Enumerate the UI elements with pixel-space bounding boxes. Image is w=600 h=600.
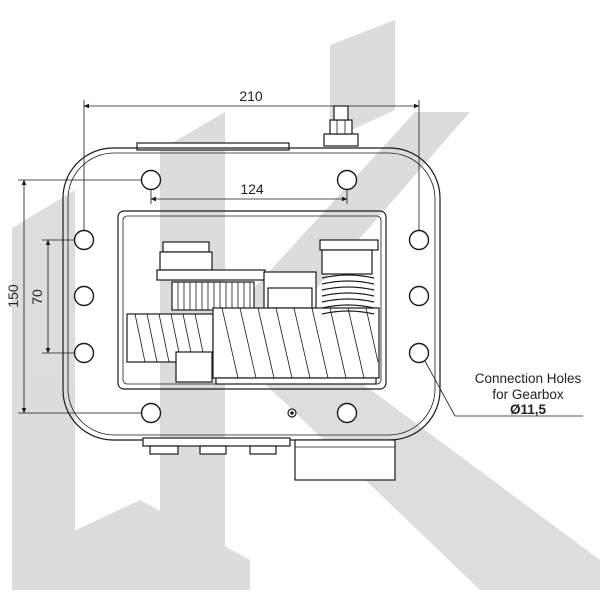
- large-helical-gear: [212, 307, 380, 379]
- dimension-hole-spacing-top: 124: [150, 181, 348, 204]
- gear-assembly: [126, 241, 380, 385]
- housing-plate-inner-edge: [67, 152, 436, 436]
- connection-hole: [336, 169, 358, 191]
- callout-line-3: Ø11,5: [510, 402, 547, 417]
- dimension-hole-spacing-side-label: 70: [29, 289, 45, 305]
- dimension-hole-spacing-side: 70: [29, 239, 74, 354]
- dimension-height-label: 150: [5, 284, 21, 308]
- dimension-hole-spacing-top-label: 124: [240, 181, 264, 197]
- dimension-width-label: 210: [239, 88, 263, 104]
- callout-text: Connection Holes for Gearbox Ø11,5: [475, 371, 582, 417]
- connection-hole: [73, 342, 95, 364]
- center-pin-dot: [290, 411, 294, 415]
- bottom-flange: [142, 437, 291, 455]
- connection-hole: [408, 285, 430, 307]
- connection-hole: [336, 402, 358, 424]
- spring-assembly: [319, 239, 379, 315]
- inner-window: [117, 210, 387, 390]
- dimension-height: 150: [5, 179, 141, 414]
- callout-line-2: for Gearbox: [492, 387, 564, 402]
- connection-hole: [408, 342, 430, 364]
- connection-hole: [140, 402, 162, 424]
- callout-leader: [424, 360, 583, 417]
- dimension-width: 210: [83, 88, 420, 230]
- top-fitting: [136, 105, 359, 151]
- spur-gear: [171, 281, 255, 311]
- connection-hole: [140, 169, 162, 191]
- connection-hole: [408, 229, 430, 251]
- connection-hole: [73, 285, 95, 307]
- connection-holes: [73, 169, 430, 424]
- callout-line-1: Connection Holes: [475, 371, 582, 386]
- bottom-cylinder: [294, 439, 396, 481]
- connection-hole: [73, 229, 95, 251]
